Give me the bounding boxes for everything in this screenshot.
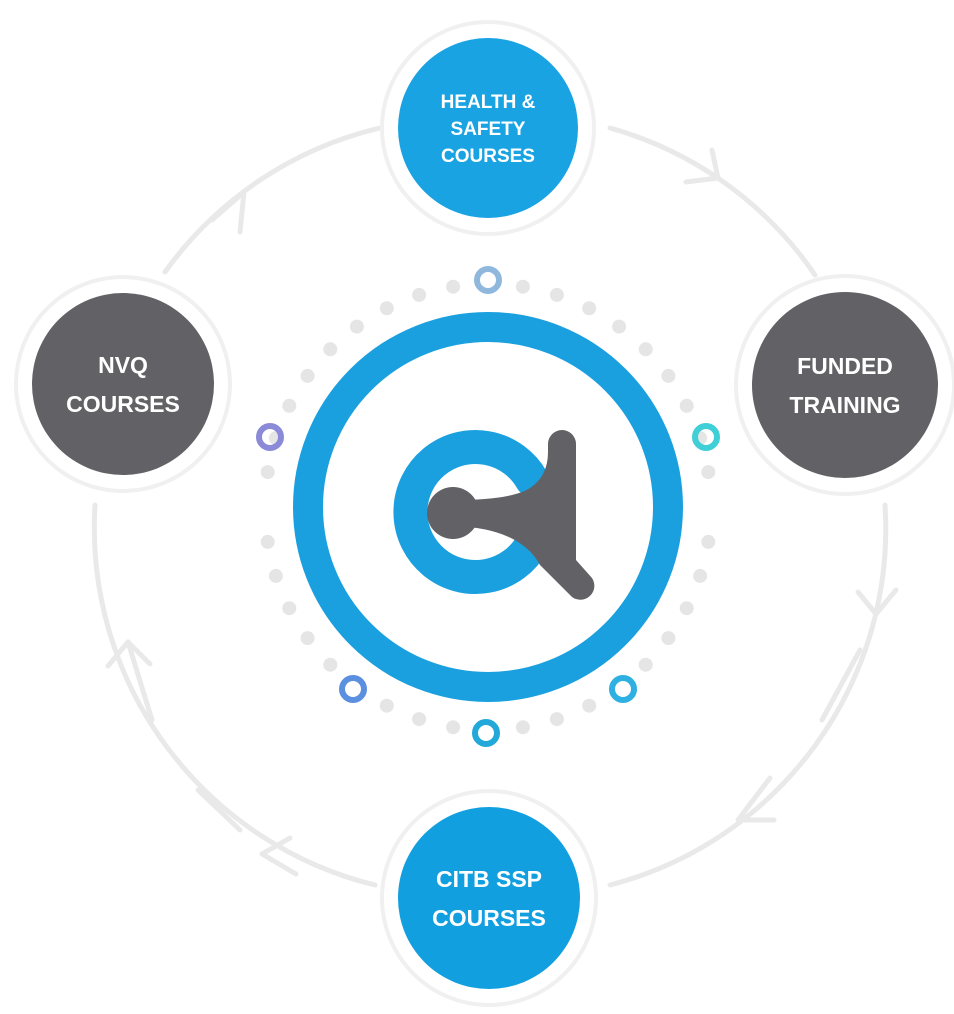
node-circle (398, 38, 578, 218)
ring-dot (515, 720, 530, 735)
node-nvq: NVQ COURSES (14, 275, 232, 493)
arrow-bottom (259, 835, 299, 877)
logo-t-shape (453, 430, 595, 600)
ring-dot (379, 698, 394, 713)
node-circle (32, 293, 214, 475)
arc-bottom-left (91, 502, 378, 888)
ring-dot (300, 368, 315, 383)
ring-dot (412, 712, 427, 727)
center-logo (293, 312, 683, 702)
ring-dot (268, 568, 283, 583)
accent-ring-top (474, 266, 502, 294)
node-label-line: COURSES (441, 146, 535, 167)
ring-dot (612, 319, 627, 334)
ring-dot (412, 287, 427, 302)
ring-dot (679, 398, 694, 413)
arc-bottom-right (607, 502, 889, 888)
ring-dot (549, 287, 564, 302)
ring-dot (661, 368, 676, 383)
arc-top-right (607, 125, 818, 278)
node-label-line: COURSES (432, 905, 546, 931)
cycle-ring (91, 125, 889, 888)
arrow-right (855, 587, 899, 617)
ring-dot (638, 657, 653, 672)
arrow-bottom-right-tail (819, 647, 863, 723)
ring-dot (260, 465, 275, 480)
cycle-arrows (105, 147, 899, 877)
logo-c-shape (393, 430, 549, 594)
ring-dot (446, 720, 461, 735)
dot-ring (260, 279, 716, 735)
ring-dot (260, 534, 275, 549)
arrow-bottom-left-tail (195, 787, 243, 833)
accent-rings (256, 266, 720, 747)
ring-dot (638, 342, 653, 357)
accent-ring-right (692, 423, 720, 451)
ring-dot (679, 601, 694, 616)
node-label-line: TRAINING (789, 392, 900, 418)
accent-ring-bottom-right (609, 675, 637, 703)
ct-logo-icon (393, 430, 595, 600)
arrow-bottom-right (735, 775, 777, 823)
ring-dot (349, 319, 364, 334)
ring-dot (446, 279, 461, 294)
ring-dot (515, 279, 530, 294)
ring-dot (582, 301, 597, 316)
node-label-line: FUNDED (797, 353, 893, 379)
node-label-line: HEALTH & (441, 92, 536, 113)
node-funded-training: FUNDED TRAINING (734, 274, 954, 496)
node-health-safety: HEALTH & SAFETY COURSES (380, 20, 596, 236)
node-circle (752, 292, 938, 478)
ring-dot (661, 631, 676, 646)
node-label-line: SAFETY (451, 119, 526, 140)
accent-ring-left (256, 423, 284, 451)
ring-dot (582, 698, 597, 713)
node-label-line: COURSES (66, 391, 180, 417)
node-citb-ssp: CITB SSP COURSES (380, 789, 598, 1007)
ring-dot (300, 631, 315, 646)
node-circle (398, 807, 580, 989)
course-nodes: HEALTH & SAFETY COURSES FUNDED TRAINING CITB … (14, 20, 954, 1007)
arc-top-left (162, 125, 383, 275)
ring-dot (282, 601, 297, 616)
ring-dot (693, 568, 708, 583)
ring-dot (323, 342, 338, 357)
ring-dot (701, 465, 716, 480)
accent-ring-bottom-left (339, 675, 367, 703)
ring-dot (701, 534, 716, 549)
ring-dot (549, 712, 564, 727)
ring-dot (323, 657, 338, 672)
ring-dot (379, 301, 394, 316)
accent-ring-bottom (472, 719, 500, 747)
arrow-top-right (683, 147, 721, 185)
arrow-left-tail (125, 639, 155, 723)
node-label-line: CITB SSP (436, 866, 542, 892)
node-label-line: NVQ (98, 352, 148, 378)
arrow-top-left (209, 189, 247, 235)
ring-dot (282, 398, 297, 413)
